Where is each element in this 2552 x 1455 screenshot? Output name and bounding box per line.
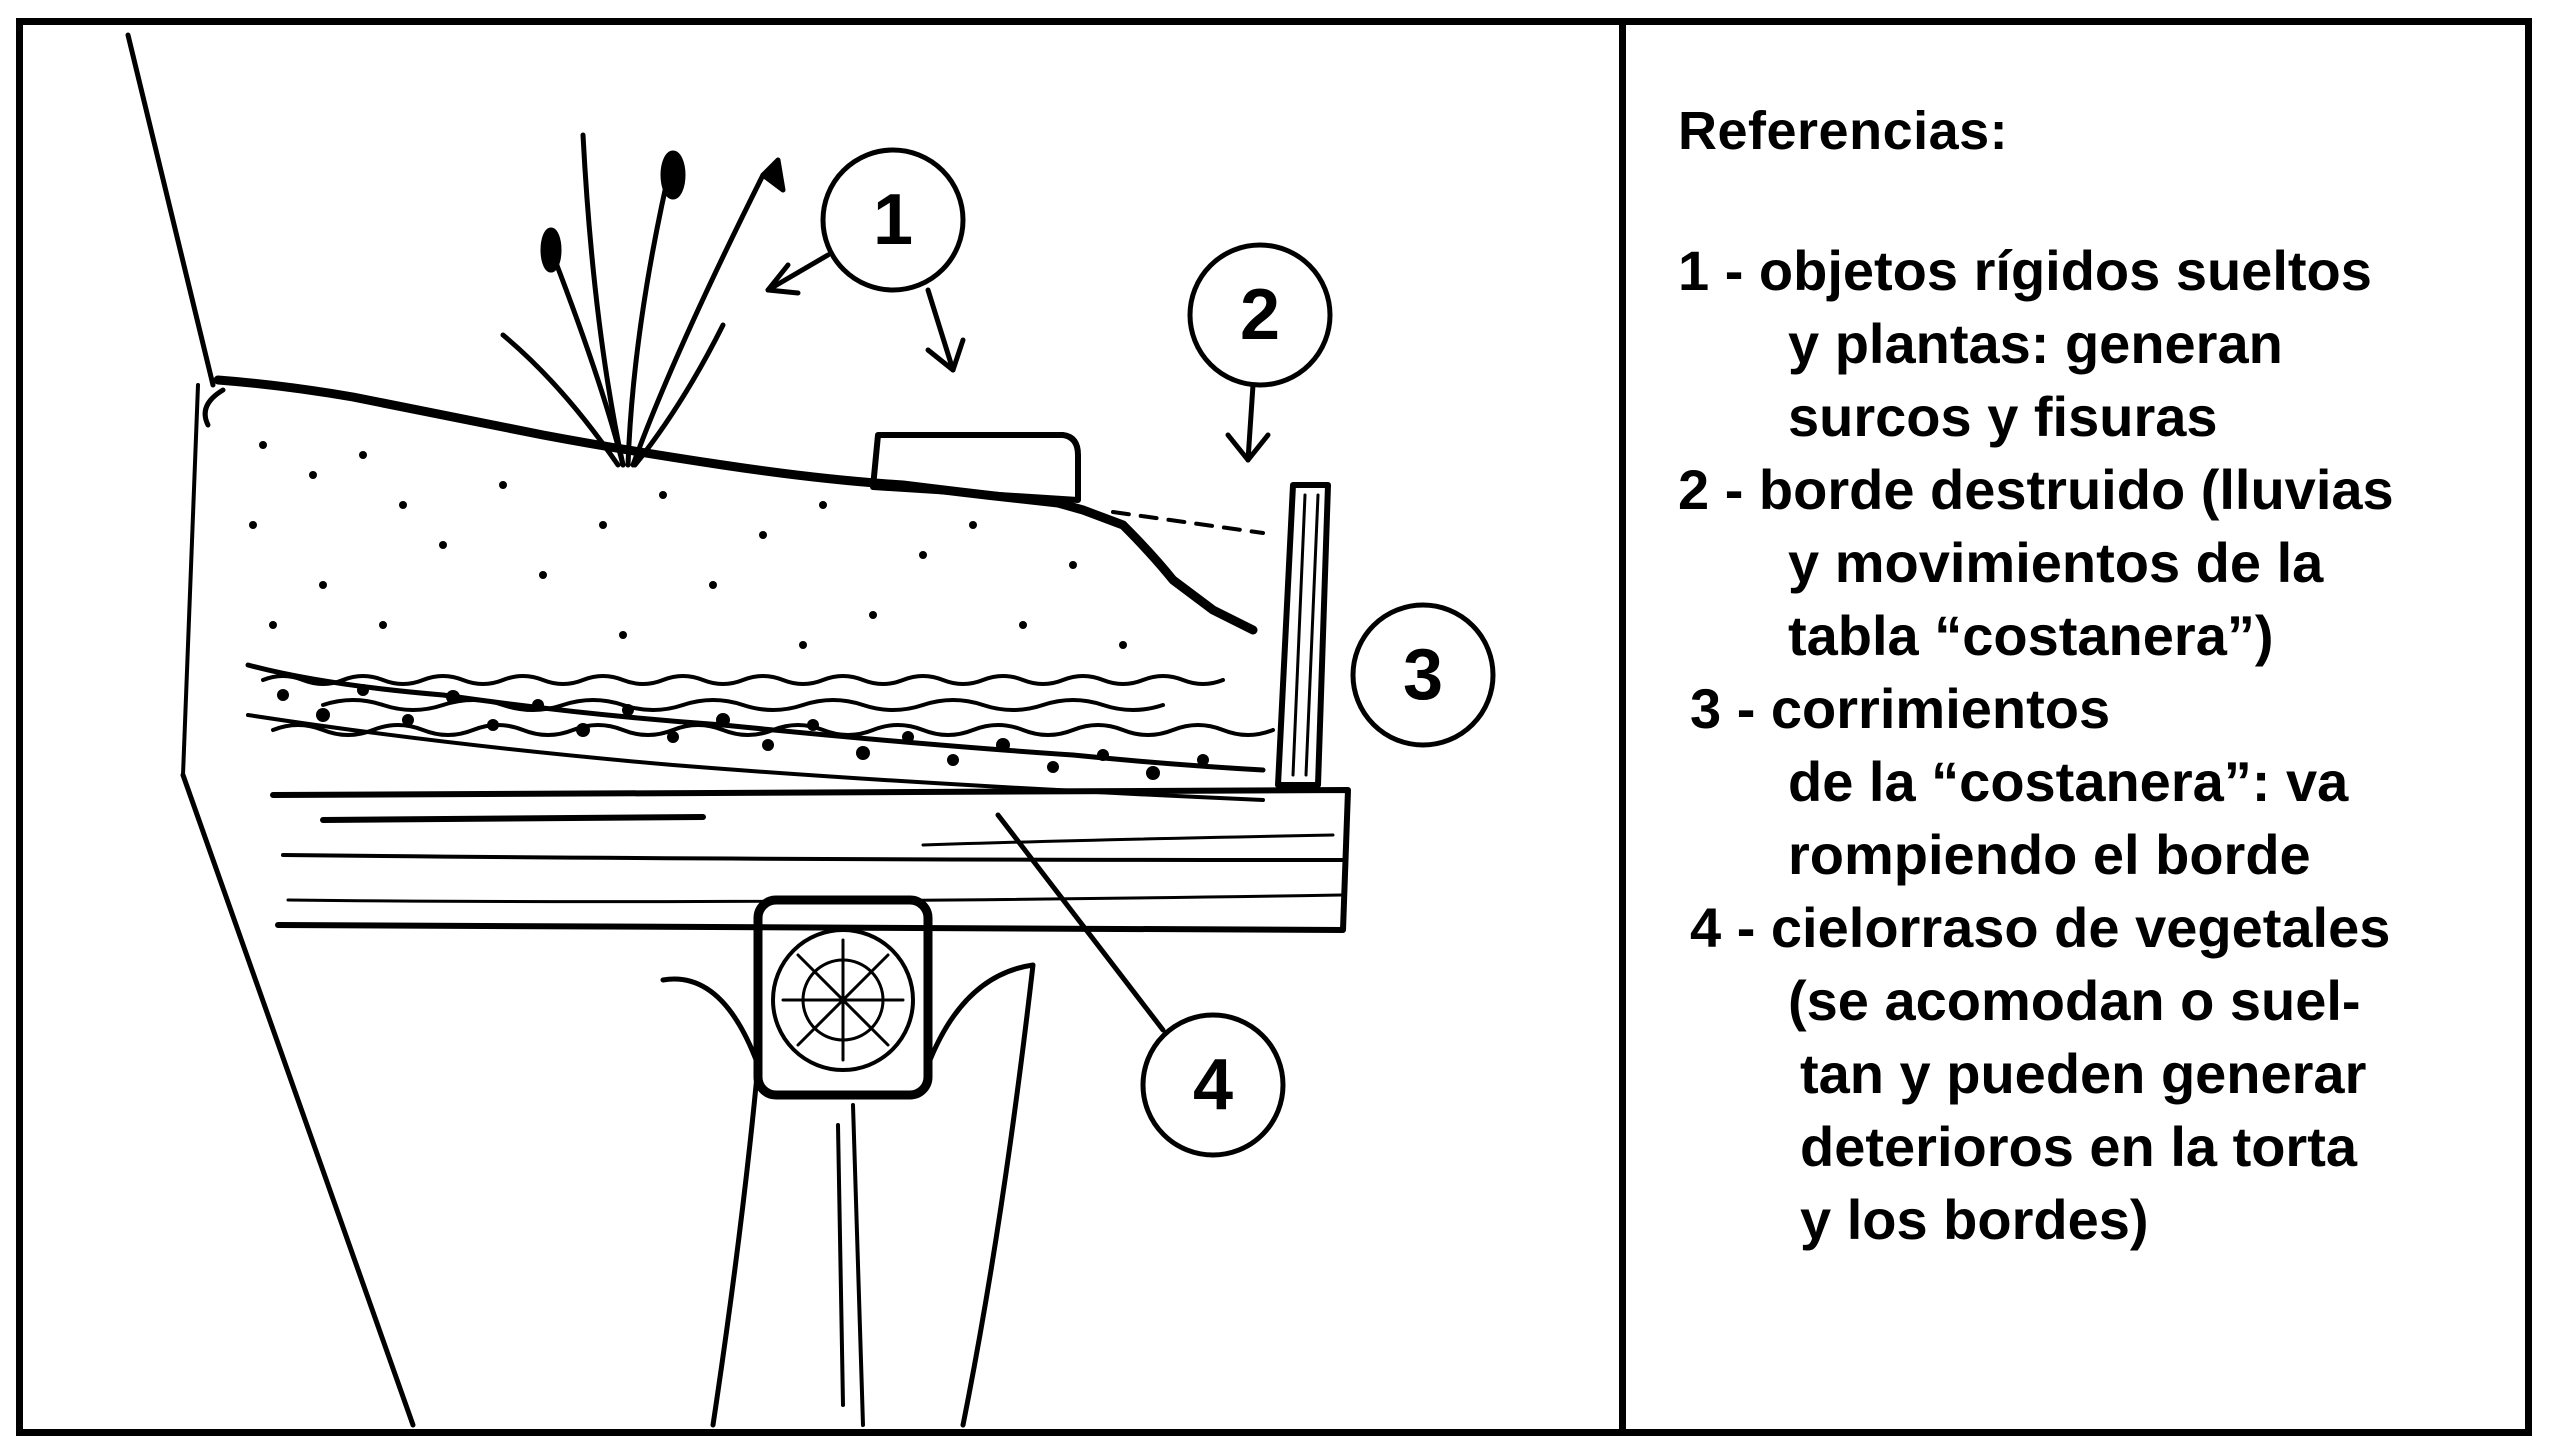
plant [500, 132, 786, 468]
legend-item-1-line-3: surcos y fisuras [1788, 385, 2218, 448]
leader-1-block [925, 287, 956, 373]
pebble-layer [261, 674, 1275, 737]
legend-item-4-line-3: tan y pueden generar [1800, 1042, 2367, 1105]
leader-2 [1245, 382, 1256, 463]
legend: Referencias: 1 - objetos rígidos sueltos… [1640, 100, 2520, 1256]
legend-item-1-line-1: 1 - objetos rígidos sueltos [1678, 239, 2372, 302]
costanera-board [1275, 482, 1331, 788]
legend-item-4-line-2: (se acomodan o suel- [1788, 969, 2361, 1032]
legend-item-3-line-1: 3 - corrimientos [1690, 677, 2111, 740]
callout-label-4: 4 [1193, 1045, 1233, 1125]
legend-item-3: 3 - corrimientos de la “costanera”: va r… [1640, 672, 2520, 891]
legend-item-4: 4 - cielorraso de vegetales (se acomodan… [1640, 891, 2520, 1256]
beam-section [753, 895, 933, 1100]
legend-item-3-line-2: de la “costanera”: va [1788, 750, 2349, 813]
legend-item-2-line-2: y movimientos de la [1788, 531, 2324, 594]
callout-circle-3 [1350, 602, 1496, 748]
wall-lower-line [180, 772, 416, 1428]
original-edge-dashed [1111, 510, 1265, 535]
post-right [925, 962, 1036, 1428]
leader-4 [995, 812, 1166, 1033]
callout-label-1: 1 [873, 180, 913, 260]
legend-title: Referencias: [1678, 101, 2009, 161]
callout-circle-1 [820, 147, 966, 293]
legend-item-2-line-1: 2 - borde destruido (lluvias [1678, 458, 2394, 521]
diagram-frame [16, 18, 2532, 1436]
callout-circle-4 [1140, 1012, 1286, 1158]
callout-circle-2 [1187, 242, 1333, 388]
loose-block [870, 432, 1081, 503]
legend-item-2-line-3: tabla “costanera”) [1788, 604, 2274, 667]
roof-edge-drawing: 1 2 3 4 [125, 32, 1496, 1428]
wall-left-line [125, 32, 216, 388]
legend-item-4-line-1: 4 - cielorraso de vegetales [1690, 896, 2391, 959]
soil-surface [213, 375, 1258, 635]
legend-item-3-line-3: rompiendo el borde [1788, 823, 2311, 886]
legend-item-1: 1 - objetos rígidos sueltos y plantas: g… [1640, 234, 2520, 453]
legend-item-4-line-5: y los bordes) [1800, 1188, 2149, 1251]
legend-item-2: 2 - borde destruido (lluvias y movimient… [1640, 453, 2520, 672]
panel-divider [1619, 18, 1626, 1436]
board-top [270, 787, 1351, 933]
callout-label-2: 2 [1240, 275, 1280, 355]
soil-speckles [249, 441, 1127, 649]
legend-item-4-line-4: deterioros en la torta [1800, 1115, 2358, 1178]
leader-1-plant [765, 252, 831, 293]
legend-item-1-line-2: y plantas: generan [1788, 312, 2283, 375]
post-left [660, 976, 761, 1428]
callout-label-3: 3 [1403, 635, 1443, 715]
pebble-dots [277, 684, 1209, 780]
